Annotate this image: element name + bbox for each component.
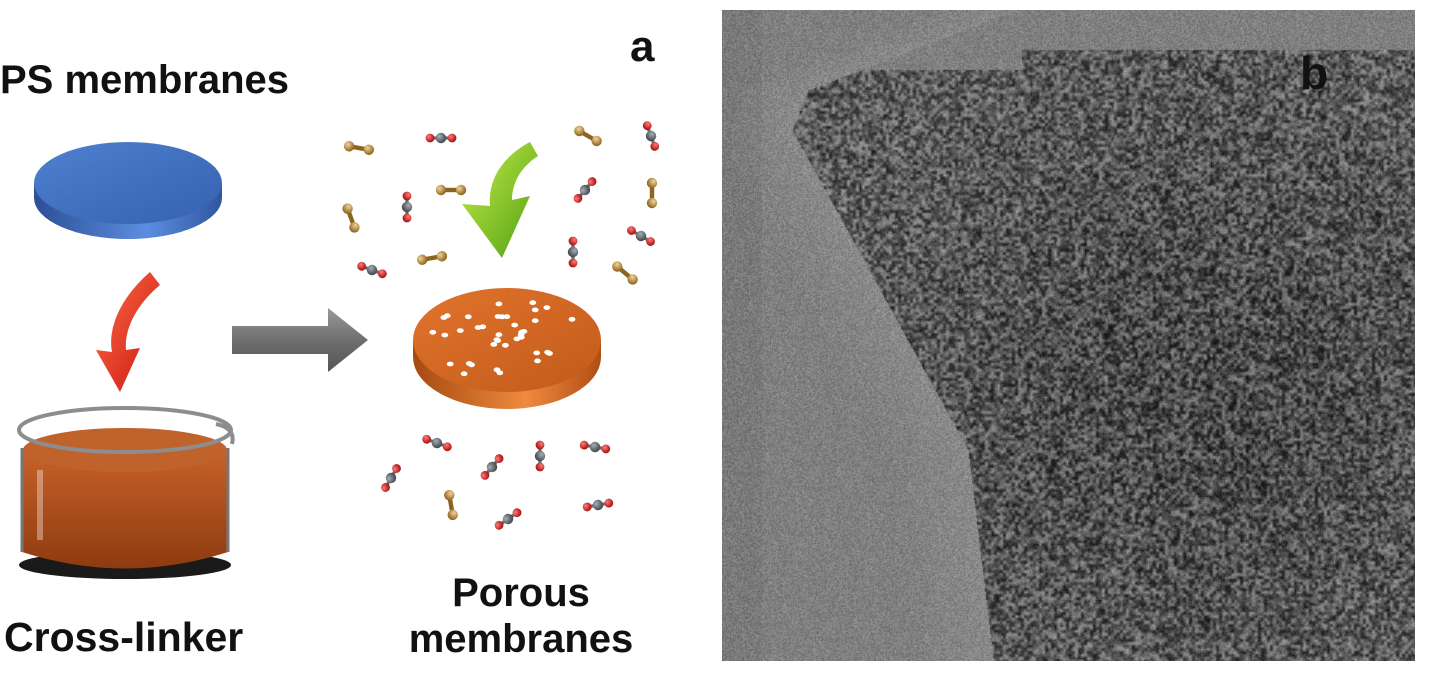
pore [495, 301, 503, 307]
panel-b-label: b [1300, 47, 1329, 99]
pore [568, 316, 576, 322]
pore [456, 328, 464, 333]
gas-molecules [342, 121, 660, 530]
n2-molecule-icon [343, 141, 375, 155]
co2-molecule-icon [582, 498, 614, 512]
pore [517, 334, 525, 340]
pore [533, 350, 541, 356]
pore [529, 300, 537, 306]
tem-texture-canvas [722, 10, 1415, 661]
pore [496, 370, 504, 376]
pore [534, 358, 541, 364]
n2-molecule-icon [444, 489, 458, 521]
porous-label-line2: membranes [408, 617, 634, 661]
co2-molecule-icon [579, 440, 611, 454]
cross-linker-label: Cross-linker [4, 614, 244, 660]
pore [490, 342, 498, 347]
pore [465, 361, 473, 366]
co2-molecule-icon [627, 226, 655, 246]
pore [441, 332, 449, 338]
pore [443, 313, 451, 319]
porous-membranes-label: Porous membranes [390, 570, 652, 662]
gray-arrow-icon [232, 308, 368, 372]
n2-molecule-icon [574, 125, 602, 147]
ps-membrane-disk [34, 142, 222, 239]
tem-micrograph [722, 10, 1415, 661]
co2-molecule-icon [425, 132, 457, 144]
pore [511, 322, 519, 328]
pore [543, 305, 551, 310]
pore [493, 337, 501, 342]
co2-molecule-icon [573, 177, 597, 203]
green-arrow-icon [462, 142, 538, 258]
pore [446, 361, 454, 367]
co2-molecule-icon [567, 236, 579, 268]
pore [502, 342, 509, 348]
co2-molecule-icon [494, 508, 522, 530]
panel-a-label: a [630, 22, 655, 71]
porous-membrane-disk [413, 288, 601, 409]
n2-molecule-icon [435, 184, 467, 196]
beaker-icon [17, 406, 235, 579]
co2-molecule-icon [642, 121, 660, 151]
porous-label-line1: Porous [452, 571, 590, 615]
pore [460, 371, 468, 377]
pore [464, 314, 472, 320]
pore [531, 307, 539, 313]
pore [531, 318, 539, 324]
pore [544, 349, 551, 355]
co2-molecule-icon [357, 261, 387, 279]
ps-membranes-label: PS membranes [0, 58, 290, 102]
n2-molecule-icon [342, 203, 360, 233]
red-arrow-icon [96, 272, 160, 392]
n2-molecule-icon [612, 261, 638, 285]
co2-molecule-icon [401, 191, 413, 223]
pore [429, 329, 437, 335]
n2-molecule-icon [416, 251, 448, 265]
co2-molecule-icon [480, 454, 504, 480]
pore [474, 325, 482, 330]
scheme-illustration [17, 121, 660, 579]
n2-molecule-icon [646, 177, 658, 209]
pore [495, 332, 503, 338]
co2-molecule-icon [381, 464, 401, 492]
pore [498, 314, 506, 320]
co2-molecule-icon [534, 440, 546, 472]
co2-molecule-icon [422, 434, 452, 452]
